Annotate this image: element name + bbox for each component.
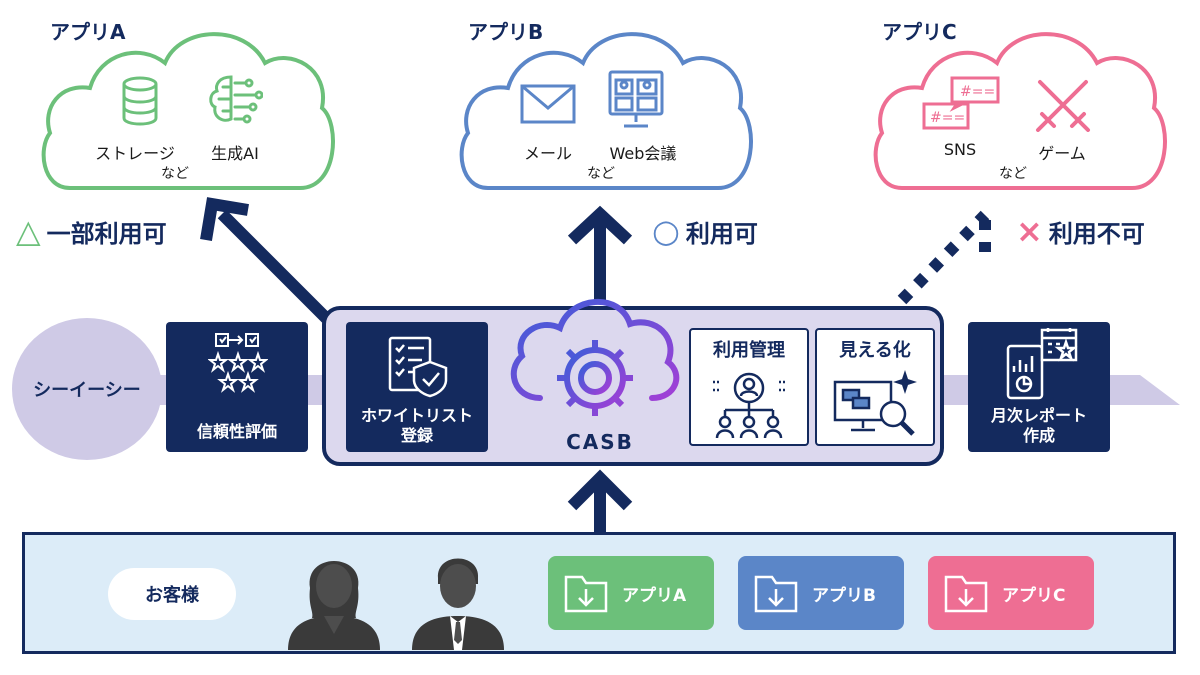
whitelist-label-1: ホワイトリスト [360,406,473,425]
status-ok-label: 利用可 [685,219,758,248]
cloud-b-nado: など [587,166,615,182]
customer-app-a-button[interactable]: アプリA [548,556,714,630]
sns-hashtag-icon: #== #== [922,76,1000,130]
usage-mgmt-box: 利用管理 [689,328,809,446]
cloud-b-title: アプリB [468,20,544,44]
cloud-app-a: アプリA ストレージ 生成AI など [30,8,340,198]
customer-app-c-label: アプリC [1002,585,1066,606]
ai-brain-icon [209,75,263,124]
cloud-c-item-2: ゲーム [1038,144,1086,163]
mail-icon [520,84,576,124]
arrow-to-app-a [217,209,335,327]
database-icon [122,76,158,126]
rating-stars-icon [208,333,268,393]
report-calendar-icon [1006,328,1078,400]
game-swords-icon [1036,80,1090,132]
customer-label: お客様 [145,585,199,606]
customer-label-pill: お客様 [108,568,236,620]
monthly-report-label-1: 月次レポート [990,406,1087,425]
cloud-c-item-1: SNS [943,140,977,159]
status-partial-label: 一部利用可 [46,219,167,248]
svg-text:#==: #== [960,84,995,100]
visualize-label: 見える化 [839,340,911,361]
customer-app-c-button[interactable]: アプリC [928,556,1094,630]
monthly-report-label-2: 作成 [1022,426,1055,445]
circle-icon: ○ [652,212,680,250]
customer-app-a-label: アプリA [622,585,687,606]
trust-eval-label: 信頼性評価 [196,422,277,441]
checklist-shield-icon [388,336,448,398]
status-ok: ○ 利用可 [652,212,758,250]
status-ng: × 利用不可 [1016,212,1145,250]
cloud-c-shape [873,32,1167,190]
status-ng-label: 利用不可 [1048,219,1145,248]
cloud-a-item-1: ストレージ [95,144,175,163]
folder-download-icon [944,575,988,613]
start-circle: シーイーシー [12,318,162,460]
cloud-b-shape [459,32,753,190]
folder-download-icon [564,575,608,613]
triangle-icon: △ [16,212,41,250]
visualize-box: 見える化 [815,328,935,446]
monthly-report-box: 月次レポート 作成 [968,322,1110,452]
cloud-b-item-2: Web会議 [609,144,677,163]
cloud-b-item-1: メール [523,144,572,163]
cloud-c-nado: など [999,166,1027,182]
cloud-a-title: アプリA [50,20,126,44]
cloud-app-b: アプリB メール Web会議 など [448,8,758,198]
customer-app-b-button[interactable]: アプリB [738,556,904,630]
cloud-c-title: アプリC [882,20,957,44]
cloud-app-c: アプリC #== #== SNS ゲーム など [862,8,1172,198]
cloud-a-shape [41,32,335,190]
customer-man-icon [412,558,504,650]
web-meeting-icon [608,70,664,128]
customer-woman-icon [288,561,380,650]
casb-cloud-gear-icon [510,298,680,416]
whitelist-box: ホワイトリスト 登録 [346,322,488,452]
cross-icon: × [1016,212,1043,250]
monitor-search-icon [833,370,917,436]
customer-app-b-label: アプリB [812,585,876,606]
dotted-to-app-c [897,210,990,305]
people-management-icon [713,372,785,439]
casb-label: CASB [566,430,634,454]
svg-text:#==: #== [930,110,965,126]
status-partial: △ 一部利用可 [16,212,167,250]
folder-download-icon [754,575,798,613]
whitelist-label-2: 登録 [400,426,433,445]
cloud-a-nado: など [161,166,189,182]
start-label: シーイーシー [33,380,141,401]
trust-eval-box: 信頼性評価 [166,322,308,452]
cloud-a-item-2: 生成AI [211,144,259,163]
usage-mgmt-label: 利用管理 [713,340,785,361]
